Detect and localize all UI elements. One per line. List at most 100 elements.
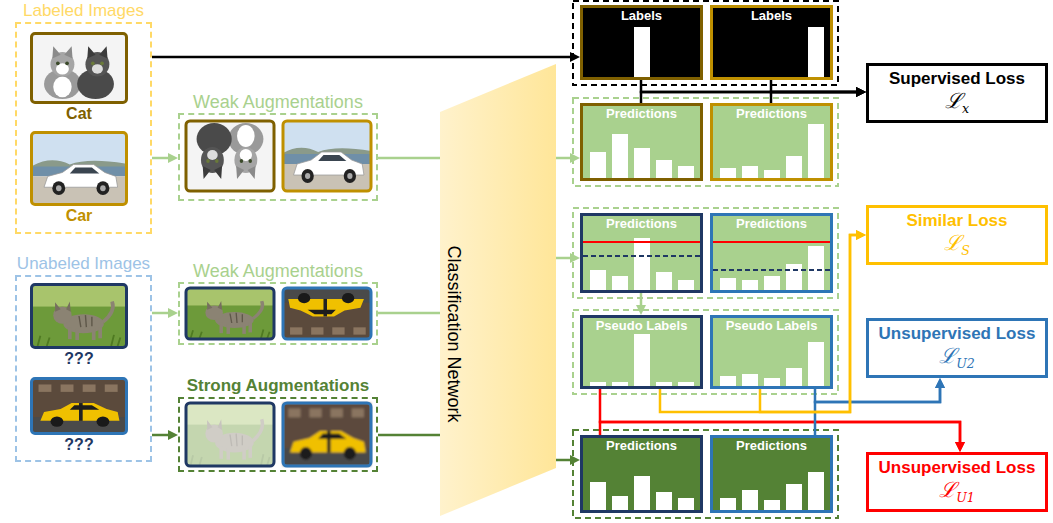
group-box: Weak Augmentations: [178, 113, 378, 201]
chart-grounds: [580, 5, 833, 513]
connector: [378, 313, 440, 314]
connector: [152, 52, 580, 62]
car-photo: [283, 121, 371, 191]
connector-line: [640, 293, 643, 307]
arrow-head: [168, 153, 178, 163]
math-symbol: ℒ: [939, 478, 956, 502]
image-frame: [30, 377, 128, 435]
photo-frame: [283, 288, 371, 339]
image-frame: [30, 131, 128, 206]
connector: [152, 308, 178, 318]
connector: [815, 378, 945, 435]
arrow-head: [856, 87, 866, 97]
image-box: ???: [30, 283, 128, 371]
chart-box: Pseudo Labels: [710, 315, 833, 389]
box-title: Predictions: [583, 106, 700, 122]
cat-photo: [33, 286, 125, 346]
connector-line: [378, 434, 440, 437]
group-title: Weak Augmentations: [150, 92, 406, 113]
connector-line: [556, 459, 572, 462]
connector: [636, 293, 646, 315]
weak-augmented-photos: [186, 121, 371, 339]
group-box: Labeled ImagesCatCar: [15, 22, 152, 234]
loss-name: Supervised Loss: [869, 69, 1045, 89]
network-label: Classification Network: [444, 245, 465, 422]
connector: [556, 253, 580, 263]
arrow-head: [570, 153, 580, 163]
group-outline: [573, 310, 838, 394]
group-title: Unabeled Images: [0, 254, 180, 274]
arrow-head: [856, 87, 866, 97]
car-photo: [33, 380, 125, 432]
connector: [556, 153, 580, 163]
arrow-head: [856, 230, 866, 240]
image-label: ???: [30, 436, 128, 454]
loss-name: Unsupervised Loss: [869, 458, 1045, 478]
connector-line: [378, 312, 440, 315]
arrow-head: [570, 253, 580, 263]
image-label: Cat: [30, 105, 128, 123]
chart-box: Predictions: [710, 103, 833, 181]
arrow-head: [168, 430, 178, 440]
connector-line: [660, 235, 858, 412]
loss-symbol: ℒU2: [869, 344, 1045, 372]
math-symbol: ℒ: [939, 344, 956, 368]
connector: [152, 430, 178, 440]
image-label: Car: [30, 207, 128, 225]
connector-line: [152, 434, 170, 437]
loss-symbol: ℒU1: [869, 478, 1045, 506]
chart-box: Predictions: [580, 103, 703, 181]
image-box: Cat: [30, 32, 128, 124]
arrow-head: [856, 87, 866, 97]
connector-line: [556, 157, 572, 160]
connector: [815, 378, 945, 402]
connector-line: [152, 312, 170, 315]
arrow-head: [935, 378, 945, 388]
car-photo: [33, 134, 125, 203]
box-title: Predictions: [713, 216, 830, 232]
math-subscript: U2: [956, 356, 975, 371]
box-title: Labels: [583, 8, 700, 24]
arrow-head: [955, 442, 965, 452]
loss-symbol: ℒx: [869, 89, 1045, 117]
arrow-head: [955, 442, 965, 452]
network-block: Classification Network: [440, 64, 556, 516]
connector-line: [378, 157, 440, 160]
loss-name: Unsupervised Loss: [869, 324, 1045, 344]
connector-line: [815, 386, 940, 435]
box-title: Predictions: [583, 216, 700, 232]
math-subscript: U1: [956, 490, 975, 505]
math-subscript: S: [961, 243, 970, 258]
cat-photo: [186, 288, 274, 339]
connector-line: [641, 92, 858, 103]
connector: [641, 87, 866, 103]
group-box: Strong Augmentations: [178, 397, 378, 472]
image-label: ???: [30, 350, 128, 368]
box-title: Labels: [713, 8, 830, 24]
chart-box: Labels: [580, 5, 703, 80]
chart-box: Predictions: [710, 435, 833, 513]
image-box: Car: [30, 131, 128, 226]
connector: [660, 230, 866, 412]
connector: [771, 80, 866, 97]
chart-box: Pseudo Labels: [580, 315, 703, 389]
kittens-photo: [186, 121, 274, 191]
group-outline: [573, 1, 838, 85]
connector-line: [152, 56, 572, 59]
connector: [378, 158, 440, 159]
arrow-head: [168, 308, 178, 318]
arrow-head: [856, 87, 866, 97]
threshold-lines: [583, 242, 830, 270]
image-frame: [30, 283, 128, 349]
group-outline: [573, 430, 838, 518]
loss-box: Unsupervised LossℒU1: [866, 452, 1048, 512]
network-band: [440, 64, 556, 516]
loss-box: Supervised Lossℒx: [866, 63, 1048, 123]
image-frame: [30, 32, 128, 104]
group-title: Weak Augmentations: [150, 261, 406, 282]
connector-line: [771, 92, 858, 103]
arrow-head: [636, 305, 646, 315]
chart-box: Predictions: [580, 213, 703, 293]
connector-line: [556, 257, 572, 260]
arrow-head: [856, 230, 866, 240]
